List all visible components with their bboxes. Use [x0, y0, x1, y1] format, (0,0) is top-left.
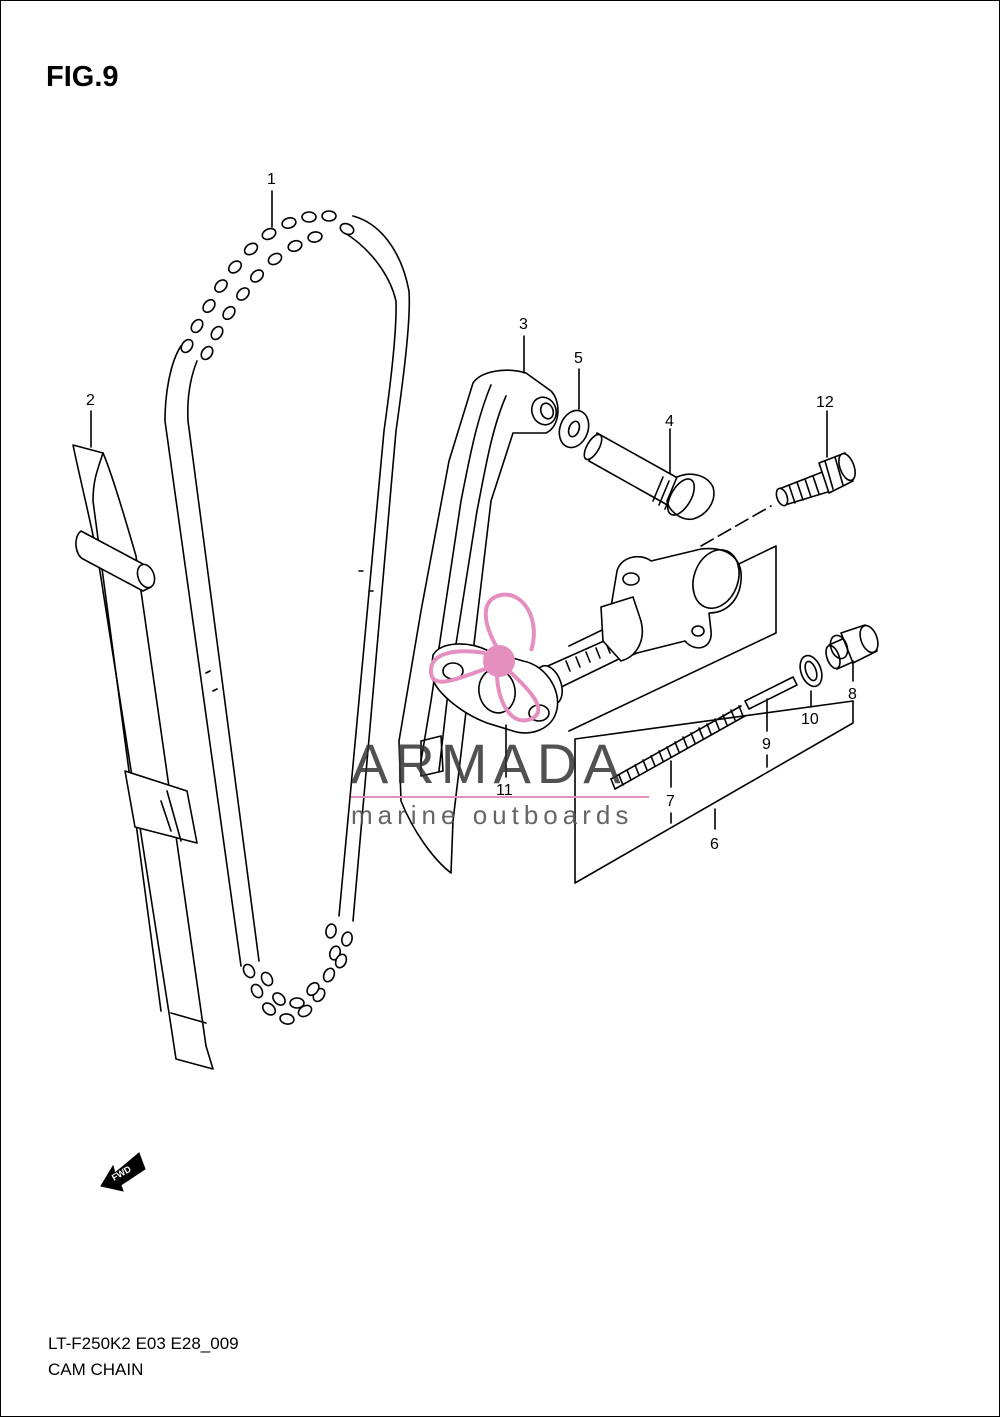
callout-9: 9 [762, 736, 771, 753]
cam-chain-guide-part [72, 444, 214, 1070]
cap-bolt-part [825, 624, 879, 670]
fwd-marker: FWD [100, 1152, 146, 1192]
chain-links-top [180, 210, 355, 361]
callout-8: 8 [848, 686, 857, 703]
pivot-bolt-part [583, 432, 715, 521]
callout-10: 10 [801, 711, 819, 728]
rod-part [744, 676, 798, 710]
spring-part [610, 705, 746, 790]
callout-1: 1 [267, 171, 276, 188]
callout-2: 2 [86, 392, 95, 409]
armada-watermark: ARMADA marine outboards [351, 592, 649, 830]
bolt-12-part [775, 452, 856, 507]
tensioner-assembly-part [535, 505, 879, 884]
chain-links-bottom [242, 923, 353, 1025]
tensioner-arm-part [398, 369, 559, 874]
callout-11: 11 [496, 782, 513, 799]
callout-6: 6 [710, 836, 719, 853]
watermark-tagline: marine outboards [351, 800, 633, 830]
propeller-logo-icon [428, 592, 541, 723]
diagram-code: LT-F250K2 E03 E28_009 [48, 1334, 239, 1353]
callout-12: 12 [816, 394, 834, 411]
fwd-arrow-icon [100, 1152, 146, 1192]
callout-5: 5 [574, 350, 583, 367]
figure-title: FIG.9 [46, 61, 119, 93]
washer-part [558, 409, 590, 449]
cam-chain-part [164, 210, 411, 1025]
callout-numbers: 1 2 3 4 5 6 7 8 9 10 11 12 [86, 171, 857, 853]
leader-lines [90, 190, 854, 830]
callout-4: 4 [665, 413, 674, 430]
callout-7: 7 [666, 793, 675, 810]
watermark-brand: ARMADA [351, 732, 627, 795]
diagram-name: CAM CHAIN [48, 1360, 144, 1379]
callout-3: 3 [519, 316, 528, 333]
